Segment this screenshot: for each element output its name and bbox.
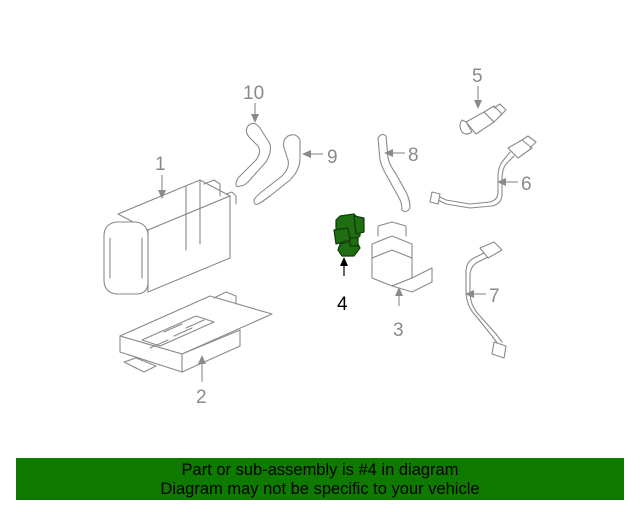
- callout-10: 10: [243, 83, 264, 104]
- callout-1: 1: [155, 154, 166, 175]
- part-2-bracket[interactable]: [119, 291, 273, 373]
- callout-7: 7: [489, 286, 500, 307]
- callout-5: 5: [472, 66, 483, 87]
- callout-8: 8: [408, 145, 419, 166]
- part-5-sensor[interactable]: [459, 103, 507, 135]
- part-6-oxygen-sensor[interactable]: [429, 135, 537, 209]
- part-4-purge-valve[interactable]: [333, 213, 365, 257]
- part-8-hose[interactable]: [377, 133, 411, 213]
- callout-4: 4: [337, 294, 348, 315]
- callout-6: 6: [521, 174, 532, 195]
- part-3-valve[interactable]: [371, 221, 433, 293]
- part-1-canister[interactable]: [103, 179, 237, 295]
- banner-line-1: Part or sub-assembly is #4 in diagram: [181, 461, 459, 479]
- callout-2: 2: [196, 387, 207, 408]
- banner-line-2: Diagram may not be specific to your vehi…: [160, 480, 480, 498]
- notice-banner: Part or sub-assembly is #4 in diagram Di…: [16, 458, 624, 500]
- callout-3: 3: [393, 320, 404, 341]
- part-9-hose[interactable]: [253, 134, 301, 206]
- parts-diagram: 1 2 3 4 5: [103, 66, 537, 408]
- part-10-hose[interactable]: [235, 122, 272, 188]
- callout-9: 9: [327, 147, 338, 168]
- part-7-oxygen-sensor[interactable]: [465, 241, 507, 359]
